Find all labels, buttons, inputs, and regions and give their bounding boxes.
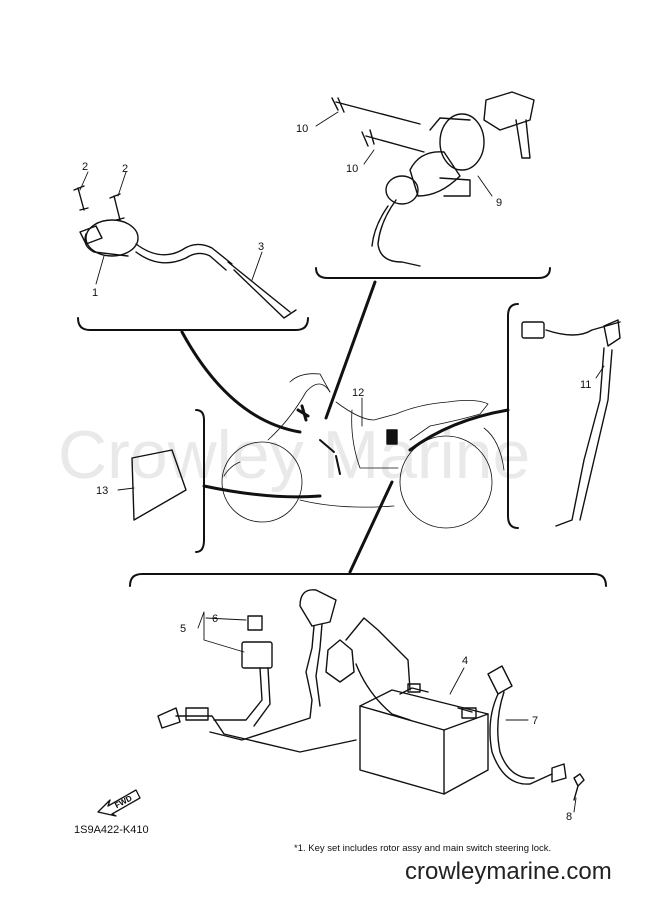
website-link[interactable]: crowleymarine.com bbox=[405, 858, 612, 885]
label-part-10a: 10 bbox=[296, 123, 308, 135]
battery bbox=[359, 683, 489, 795]
coil-bolts bbox=[73, 185, 125, 221]
label-part-1: 1 bbox=[92, 287, 98, 299]
lead-marker bbox=[319, 439, 341, 475]
leader-label bbox=[202, 484, 322, 499]
label-part-9: 9 bbox=[496, 197, 502, 209]
main-switch bbox=[371, 91, 535, 267]
label-part-11: 11 bbox=[580, 379, 591, 391]
label-part-2a: 2 bbox=[82, 161, 88, 173]
harness-callout-frame bbox=[129, 573, 607, 587]
label-callout-frame bbox=[195, 409, 205, 553]
label-part-10b: 10 bbox=[346, 163, 358, 175]
wire-harness bbox=[157, 589, 411, 753]
diagram-code: 1S9A422-K410 bbox=[74, 824, 149, 836]
lead-callout-frame bbox=[507, 303, 519, 529]
battery-cable bbox=[487, 665, 567, 785]
footnote: *1. Key set includes rotor assy and main… bbox=[294, 843, 552, 854]
motorcycle-outline bbox=[221, 373, 505, 529]
caution-label-part bbox=[131, 449, 187, 521]
label-part-13: 13 bbox=[96, 485, 108, 497]
label-part-5: 5 bbox=[180, 623, 186, 635]
battery-marker bbox=[386, 429, 398, 445]
fwd-arrow-icon: FWD bbox=[97, 789, 141, 817]
leader-switch bbox=[324, 280, 377, 420]
label-part-4: 4 bbox=[462, 655, 468, 667]
label-leaders bbox=[79, 111, 605, 813]
label-part-8: 8 bbox=[566, 811, 572, 823]
terminal-bolt bbox=[573, 773, 585, 801]
switch-callout-frame bbox=[315, 267, 551, 279]
leader-harness bbox=[348, 480, 394, 574]
label-part-7: 7 bbox=[532, 715, 538, 727]
wire-lead bbox=[521, 319, 621, 527]
leader-lead bbox=[408, 408, 510, 452]
coil-callout-frame bbox=[77, 317, 309, 331]
label-part-12: 12 bbox=[352, 387, 364, 399]
coil-marker bbox=[296, 404, 310, 422]
label-part-2b: 2 bbox=[122, 163, 128, 175]
watermark: Crowley Marine bbox=[58, 417, 530, 493]
ignition-coil bbox=[79, 219, 297, 319]
leader-coil bbox=[180, 330, 302, 434]
switch-bolts bbox=[331, 97, 425, 153]
label-part-3: 3 bbox=[258, 241, 264, 253]
label-part-6: 6 bbox=[212, 613, 218, 625]
